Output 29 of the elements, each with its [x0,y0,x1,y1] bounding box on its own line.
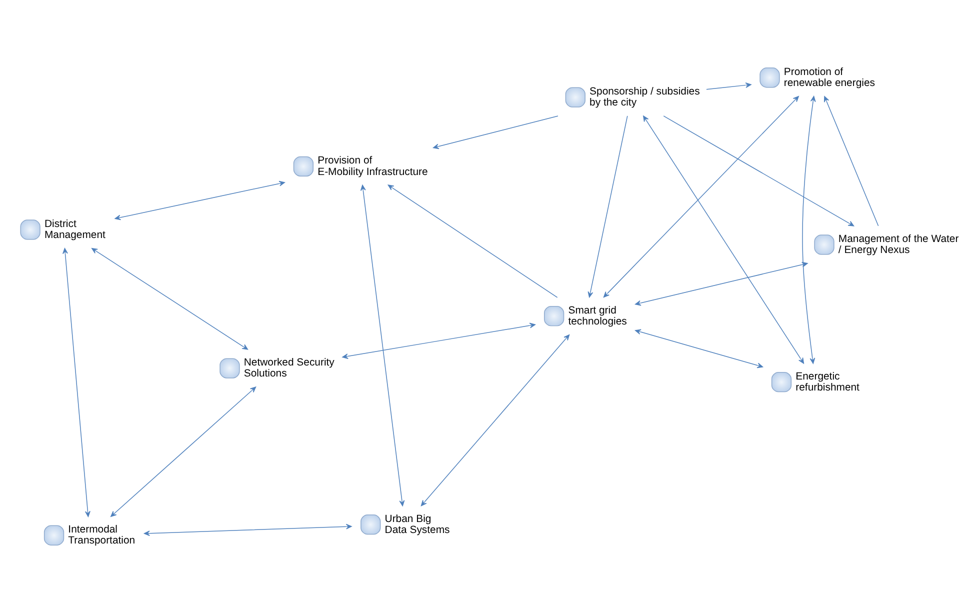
node-label: Sponsorship / subsidies by the city [590,86,700,108]
arrow [588,115,628,298]
node-label: Energetic refurbishment [796,370,860,393]
arrow [114,180,285,220]
arrow [706,82,752,90]
arrow [92,248,248,350]
arrow [663,115,854,226]
arrow [643,115,804,364]
arrow [824,96,879,226]
node-label: Intermodal Transportation [68,524,136,546]
arrow [342,322,536,358]
arrow [388,184,558,298]
arrow [360,184,405,506]
node-label: Smart grid technologies [568,304,627,327]
arrow [802,95,816,364]
arrow [603,95,799,298]
node-label: Networked Security Solutions [244,356,334,380]
node-label: District Management [44,218,106,241]
arrow [110,386,256,516]
arrow [635,328,764,368]
node-label: Provision of E-Mobility Infrastructure [318,155,428,178]
arrow [144,523,352,536]
node-label: Urban Big Data Systems [384,513,450,536]
arrow [635,261,808,306]
arrow [420,334,570,506]
arrow [432,115,558,149]
arrow [62,247,90,516]
node-label: Promotion of renewable energies [784,66,875,88]
node-label: Management of the Water / Energy Nexus [838,233,959,256]
